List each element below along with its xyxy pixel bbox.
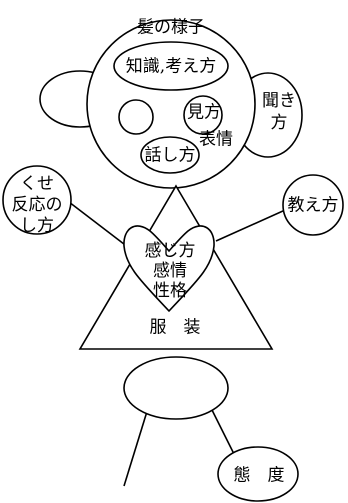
attitude-oval [217,446,299,502]
right-arm-line [215,205,295,242]
speaking-label: 話し方 [145,146,196,166]
teaching-label: 教え方 [288,196,339,216]
expression-label: 表情 [199,130,233,150]
speaking-oval [140,136,200,174]
habits-label: くせ反応のし方 [12,174,63,236]
listening-label: 聞き方 [262,91,296,133]
heart-shape [123,225,215,313]
attitude-label: 態 度 [234,466,285,486]
knowledge-label: 知識,考え方 [126,57,216,77]
looking-label: 見方 [187,103,221,123]
looking-circle [183,95,223,135]
habits-circle [2,165,72,235]
knowledge-oval [113,41,229,91]
teaching-circle [282,174,344,236]
hip-ellipse [123,356,229,420]
left-eye-circle [118,99,154,135]
hair-label: 髪の様子 [137,18,205,38]
clothes-label: 服 装 [150,318,201,338]
heart-label: 感じ方感情性格 [145,241,196,301]
